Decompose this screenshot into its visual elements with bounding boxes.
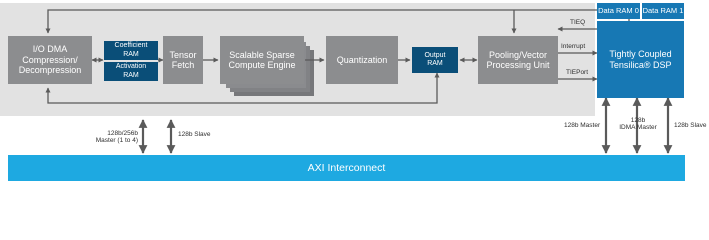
sparse-compute-engine-block: Scalable Sparse Compute Engine	[220, 36, 304, 84]
tensilica-dsp-block: Tightly Coupled Tensilica® DSP	[597, 21, 684, 98]
slave-128-a-label: 128b Slave	[178, 131, 211, 138]
bottom-feedback-arrow	[45, 72, 440, 104]
data-ram-1-block: Data RAM 1	[642, 3, 684, 19]
tieq-label: TIEQ	[570, 19, 586, 26]
idma-master-label: 128b IDMA Master	[619, 117, 657, 132]
dsp-master-128-label: 128b Master	[564, 122, 601, 129]
master-128-256-label: 128b/256b Master (1 to 4)	[95, 130, 138, 145]
tieport-label: TIEPort	[566, 69, 589, 76]
axi-interconnect-bar: AXI Interconnect	[8, 155, 685, 181]
pooling-vector-unit-block: Pooling/Vector Processing Unit	[478, 36, 558, 84]
npu-block-diagram: I/O DMA Compression/ Decompression Coeff…	[0, 3, 707, 181]
interrupt-label: Interrupt	[561, 43, 586, 50]
activation-ram-block: Activation RAM	[104, 62, 158, 81]
dsp-slave-128-label: 128b Slave	[674, 122, 707, 129]
io-dma-block: I/O DMA Compression/ Decompression	[8, 36, 92, 84]
top-feedback-arrow	[45, 9, 630, 34]
output-ram-block: Output RAM	[412, 47, 458, 73]
quantization-block: Quantization	[326, 36, 398, 84]
coefficient-ram-block: Coefficient RAM	[104, 41, 158, 60]
data-ram-0-block: Data RAM 0	[597, 3, 640, 19]
tensor-fetch-block: Tensor Fetch	[163, 36, 203, 84]
